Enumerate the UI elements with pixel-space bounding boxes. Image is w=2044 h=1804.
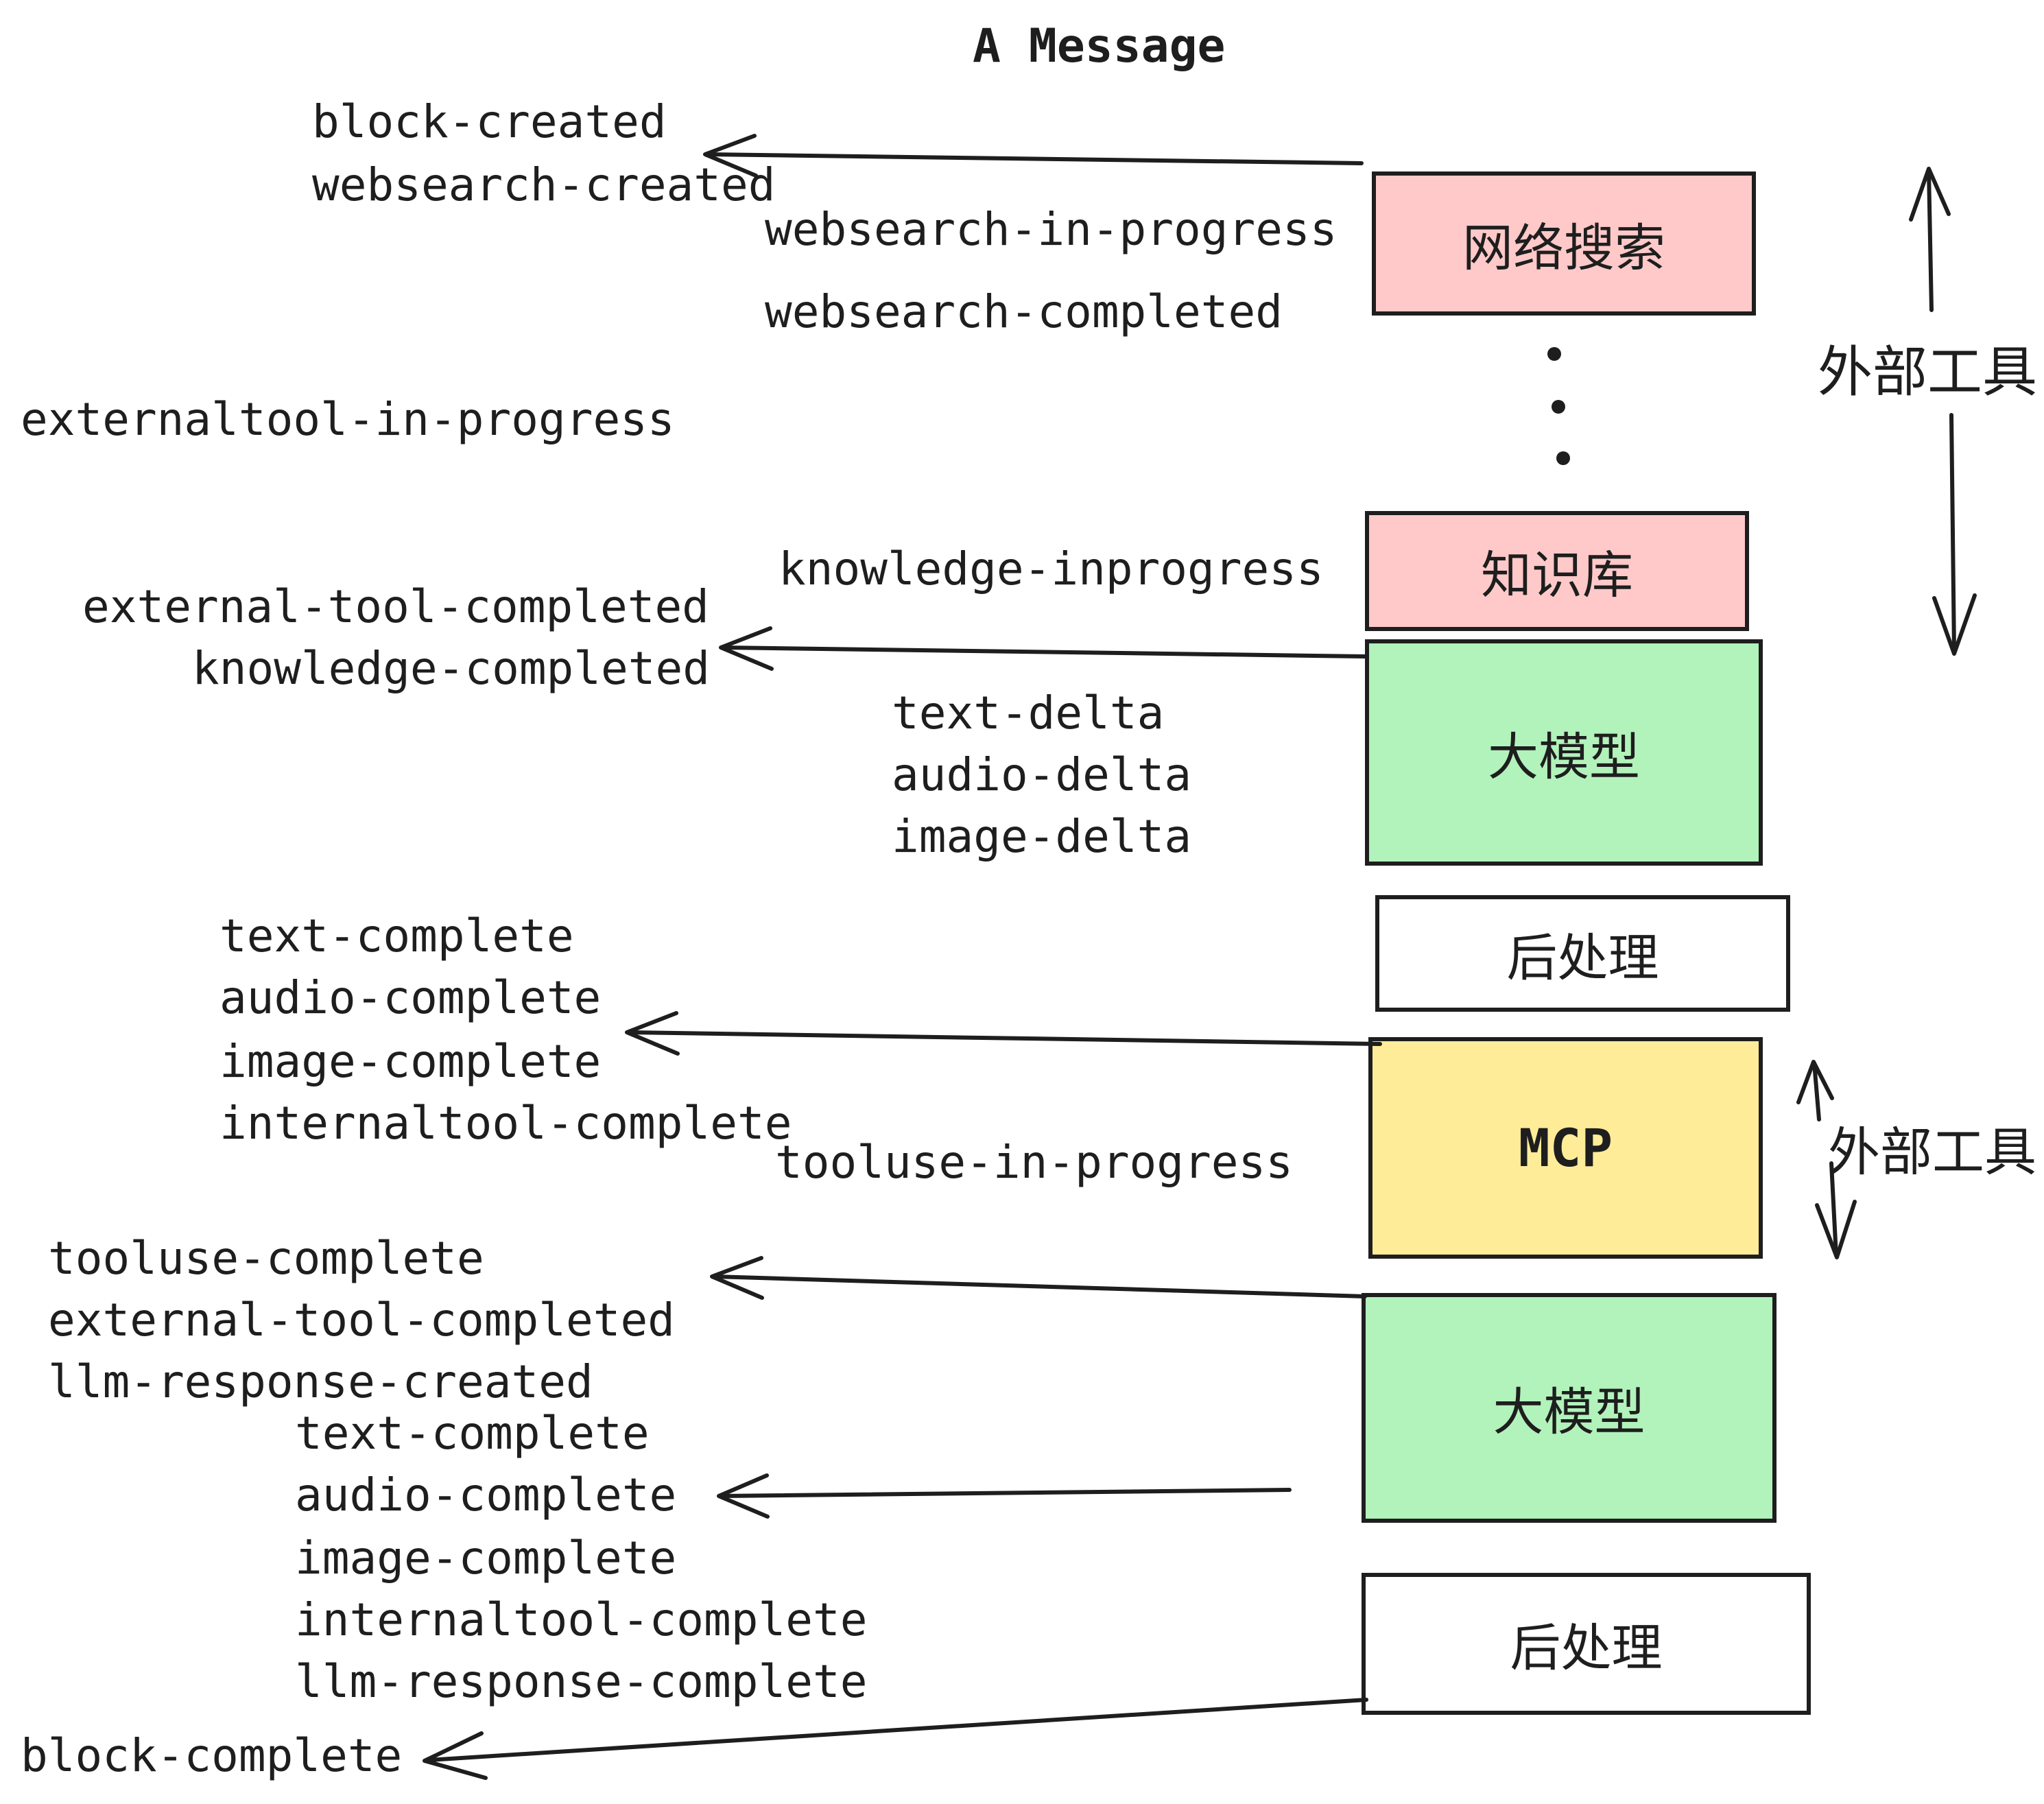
- vertical-ellipsis-icon: [1547, 347, 1570, 465]
- label-block-created: block-created: [312, 95, 667, 148]
- box-postprocess-1-label: 后处理: [1506, 928, 1659, 988]
- label-externaltool-in-progress: externaltool-in-progress: [21, 393, 675, 446]
- label-llm-response-complete: llm-response-complete: [295, 1655, 868, 1708]
- box-postprocess-1: 后处理: [1375, 895, 1790, 1012]
- arrow-internal-complete-1: [625, 1011, 1382, 1056]
- label-knowledge-completed: knowledge-completed: [192, 642, 710, 695]
- label-image-complete-1: image-complete: [219, 1035, 602, 1088]
- box-llm-1-label: 大模型: [1488, 727, 1640, 787]
- label-websearch-in-progress: websearch-in-progress: [765, 203, 1338, 256]
- arrow-internal-complete-2: [717, 1473, 1292, 1519]
- side-label-external-tools-1: 外部工具: [1818, 340, 2037, 404]
- box-web-search: 网络搜索: [1372, 171, 1756, 316]
- box-web-search-label: 网络搜索: [1462, 218, 1665, 278]
- box-llm-2: 大模型: [1362, 1293, 1776, 1523]
- box-postprocess-2: 后处理: [1362, 1573, 1811, 1715]
- side-label-external-tools-2: 外部工具: [1828, 1121, 2036, 1183]
- label-audio-complete-2: audio-complete: [295, 1469, 677, 1521]
- arrow-tooluse-complete: [710, 1256, 1367, 1300]
- label-image-delta-1: image-delta: [892, 810, 1192, 863]
- label-text-complete-1: text-complete: [219, 910, 574, 962]
- box-llm-1: 大模型: [1365, 639, 1763, 866]
- diagram-title: A Message: [973, 19, 1226, 73]
- arrow-knowledge-completed: [719, 626, 1367, 671]
- box-mcp-label: MCP: [1518, 1117, 1613, 1178]
- label-audio-delta-1: audio-delta: [892, 748, 1192, 801]
- label-knowledge-inprogress: knowledge-inprogress: [779, 543, 1324, 595]
- label-image-complete-2: image-complete: [295, 1532, 677, 1585]
- box-postprocess-2-label: 后处理: [1510, 1619, 1663, 1678]
- label-internaltool-complete-1: internaltool-complete: [219, 1097, 792, 1150]
- label-internaltool-complete-2: internaltool-complete: [295, 1593, 868, 1646]
- box-mcp: MCP: [1368, 1037, 1763, 1259]
- label-websearch-created: websearch-created: [312, 158, 776, 211]
- box-llm-2-label: 大模型: [1493, 1383, 1645, 1442]
- box-knowledge-base: 知识库: [1365, 511, 1749, 631]
- label-external-tool-completed-2: external-tool-completed: [48, 1294, 675, 1346]
- label-block-complete: block-complete: [21, 1729, 403, 1782]
- label-text-complete-2: text-complete: [295, 1407, 650, 1460]
- label-audio-complete-1: audio-complete: [219, 971, 602, 1024]
- label-websearch-completed: websearch-completed: [765, 285, 1283, 338]
- arrow-websearch-created: [703, 134, 1364, 178]
- label-tooluse-in-progress: tooluse-in-progress: [775, 1136, 1293, 1189]
- arrow-block-complete: [423, 1698, 1368, 1780]
- label-external-tool-completed: external-tool-completed: [82, 580, 709, 633]
- external-tools-updown-arrows-1: [1909, 167, 1977, 656]
- box-knowledge-base-label: 知识库: [1481, 546, 1633, 605]
- label-tooluse-complete: tooluse-complete: [48, 1232, 484, 1285]
- label-llm-response-created: llm-response-created: [48, 1355, 593, 1408]
- label-text-delta-1: text-delta: [892, 687, 1165, 739]
